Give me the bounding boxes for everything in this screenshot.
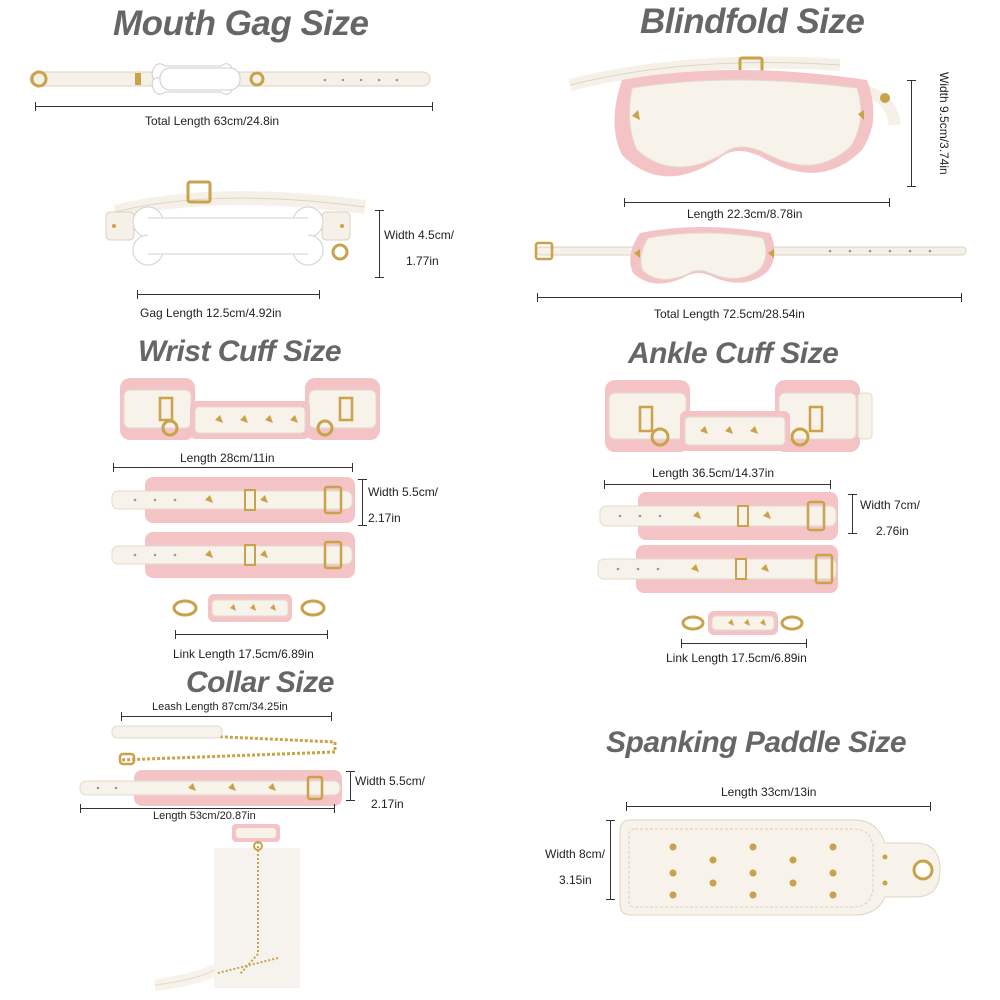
wrist-cuff-title: Wrist Cuff Size <box>138 335 342 368</box>
ankle-cuff-width-line <box>848 494 857 534</box>
paddle-width-line2: 3.15in <box>559 873 592 887</box>
blindfold-image <box>568 56 901 177</box>
collar-width-label: Width 5.5cm/ 2.17in <box>355 771 425 814</box>
ankle-cuff-link-image <box>681 611 804 635</box>
wrist-cuff-strap-bottom-image <box>111 532 355 578</box>
wrist-cuff-length-line <box>113 463 353 472</box>
collar-leash-handle-image <box>154 957 279 991</box>
paddle-width-line <box>606 820 615 900</box>
wrist-cuff-length-label: Length 28cm/11in <box>180 451 275 465</box>
mouth-gag-strap-image <box>29 63 431 95</box>
collar-leash-image <box>111 725 337 766</box>
mouth-gag-total-length-label: Total Length 63cm/24.8in <box>145 114 280 128</box>
ankle-cuff-length-line <box>604 480 831 489</box>
blindfold-width-label: Width 9.5cm/3.74in <box>937 72 951 175</box>
blindfold-length-line <box>624 198 890 207</box>
paddle-length-label: Length 33cm/13in <box>721 785 817 799</box>
blindfold-width-line <box>907 80 916 187</box>
ankle-cuff-strap-bottom-image <box>597 545 838 593</box>
wrist-cuff-width-line2: 2.17in <box>368 511 401 525</box>
collar-title: Collar Size <box>186 666 334 699</box>
mouth-gag-length-line <box>137 290 320 299</box>
collar-leash-length-label: Leash Length 87cm/34.25in <box>152 701 288 713</box>
collar-width-line <box>346 771 355 801</box>
paddle-title: Spanking Paddle Size <box>606 726 907 759</box>
mouth-gag-width-label: Width 4.5cm/ 1.77in <box>384 222 454 274</box>
ankle-cuff-width-label: Width 7cm/ 2.76in <box>860 492 920 544</box>
mouth-gag-width-line2: 1.77in <box>406 254 439 268</box>
collar-display-image <box>214 824 300 988</box>
ankle-cuff-title: Ankle Cuff Size <box>628 337 839 370</box>
mouth-gag-title: Mouth Gag Size <box>113 4 369 43</box>
paddle-length-line <box>626 802 931 811</box>
mouth-gag-closeup-image <box>105 180 366 266</box>
collar-strap-image <box>79 770 342 806</box>
ankle-cuff-length-label: Length 36.5cm/14.37in <box>652 466 775 480</box>
collar-leash-length-line <box>121 712 332 721</box>
wrist-cuff-link-line <box>175 630 328 639</box>
ankle-cuff-link-label: Link Length 17.5cm/6.89in <box>666 651 807 665</box>
ankle-cuff-width-line1: Width 7cm/ <box>860 498 921 512</box>
paddle-width-line1: Width 8cm/ <box>545 847 606 861</box>
wrist-cuff-width-line <box>358 479 367 526</box>
mouth-gag-width-line <box>375 210 384 278</box>
wrist-cuff-strap-top-image <box>111 477 355 523</box>
wrist-cuff-link-image <box>172 594 326 622</box>
ankle-cuff-width-line2: 2.76in <box>876 524 909 538</box>
mouth-gag-width-line1: Width 4.5cm/ <box>384 228 455 242</box>
paddle-image <box>619 819 941 916</box>
ankle-cuff-strap-top-image <box>599 492 838 540</box>
collar-length-label: Length 53cm/20.87in <box>153 810 256 822</box>
collar-width-line1: Width 5.5cm/ <box>355 774 426 788</box>
blindfold-title: Blindfold Size <box>640 2 865 41</box>
ankle-cuff-link-line <box>681 639 807 648</box>
mouth-gag-total-length-line <box>35 102 433 111</box>
blindfold-total-length-line <box>537 293 962 302</box>
collar-length-line <box>80 804 335 813</box>
wrist-cuff-width-label: Width 5.5cm/ 2.17in <box>368 479 438 531</box>
mouth-gag-length-label: Gag Length 12.5cm/4.92in <box>140 306 282 320</box>
ankle-cuff-pair-image <box>605 380 873 452</box>
blindfold-full-image <box>534 227 967 284</box>
wrist-cuff-link-label: Link Length 17.5cm/6.89in <box>173 647 314 661</box>
blindfold-length-label: Length 22.3cm/8.78in <box>687 207 803 221</box>
blindfold-total-length-label: Total Length 72.5cm/28.54in <box>654 307 805 321</box>
wrist-cuff-width-line1: Width 5.5cm/ <box>368 485 439 499</box>
wrist-cuff-pair-image <box>120 378 380 440</box>
paddle-width-label: Width 8cm/ 3.15in <box>545 841 605 893</box>
collar-width-line2: 2.17in <box>371 797 404 811</box>
